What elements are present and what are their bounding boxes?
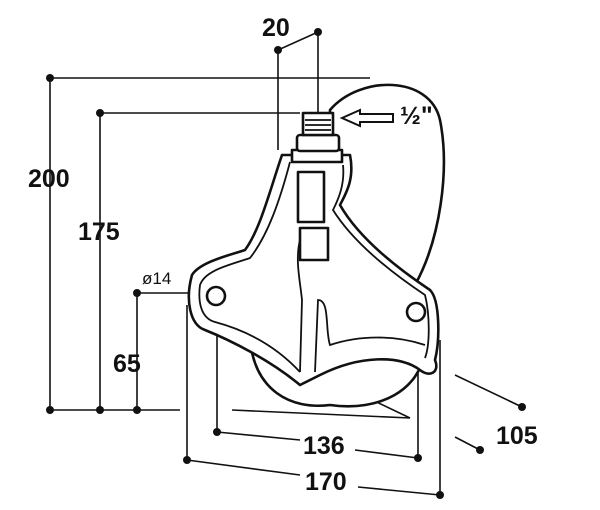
body-inner-left <box>198 161 301 373</box>
label-175: 175 <box>78 218 120 246</box>
label-20: 20 <box>262 14 290 42</box>
label-200: 200 <box>28 165 70 193</box>
dim-170-line-a <box>186 459 301 476</box>
label-105: 105 <box>496 422 538 450</box>
body-inner-right <box>331 164 430 359</box>
label-170: 170 <box>305 468 347 496</box>
thread-lines <box>305 119 331 131</box>
dim-20-line <box>277 30 319 150</box>
bowl-body <box>187 153 440 387</box>
label-hole-diameter: ø14 <box>142 269 171 288</box>
mounting-hole-right <box>405 301 427 323</box>
dim-136-line-b <box>354 449 419 459</box>
arrow-left-icon <box>339 108 394 128</box>
hex-nut <box>295 133 341 153</box>
label-65: 65 <box>113 350 141 378</box>
dim-105-line-b <box>454 436 481 451</box>
dimension-lines <box>49 30 523 496</box>
label-thread: ½" <box>400 102 433 130</box>
dim-105-line-a <box>454 374 523 408</box>
dim-136-line-a <box>216 431 301 441</box>
label-136: 136 <box>303 432 345 460</box>
dimension-dots <box>46 28 526 499</box>
threaded-inlet <box>301 111 335 137</box>
mounting-hole-left <box>205 285 227 307</box>
valve-stem <box>296 170 326 224</box>
baseline-right <box>231 409 411 419</box>
dim-170-line-b <box>357 486 441 496</box>
valve-nut <box>298 226 330 262</box>
